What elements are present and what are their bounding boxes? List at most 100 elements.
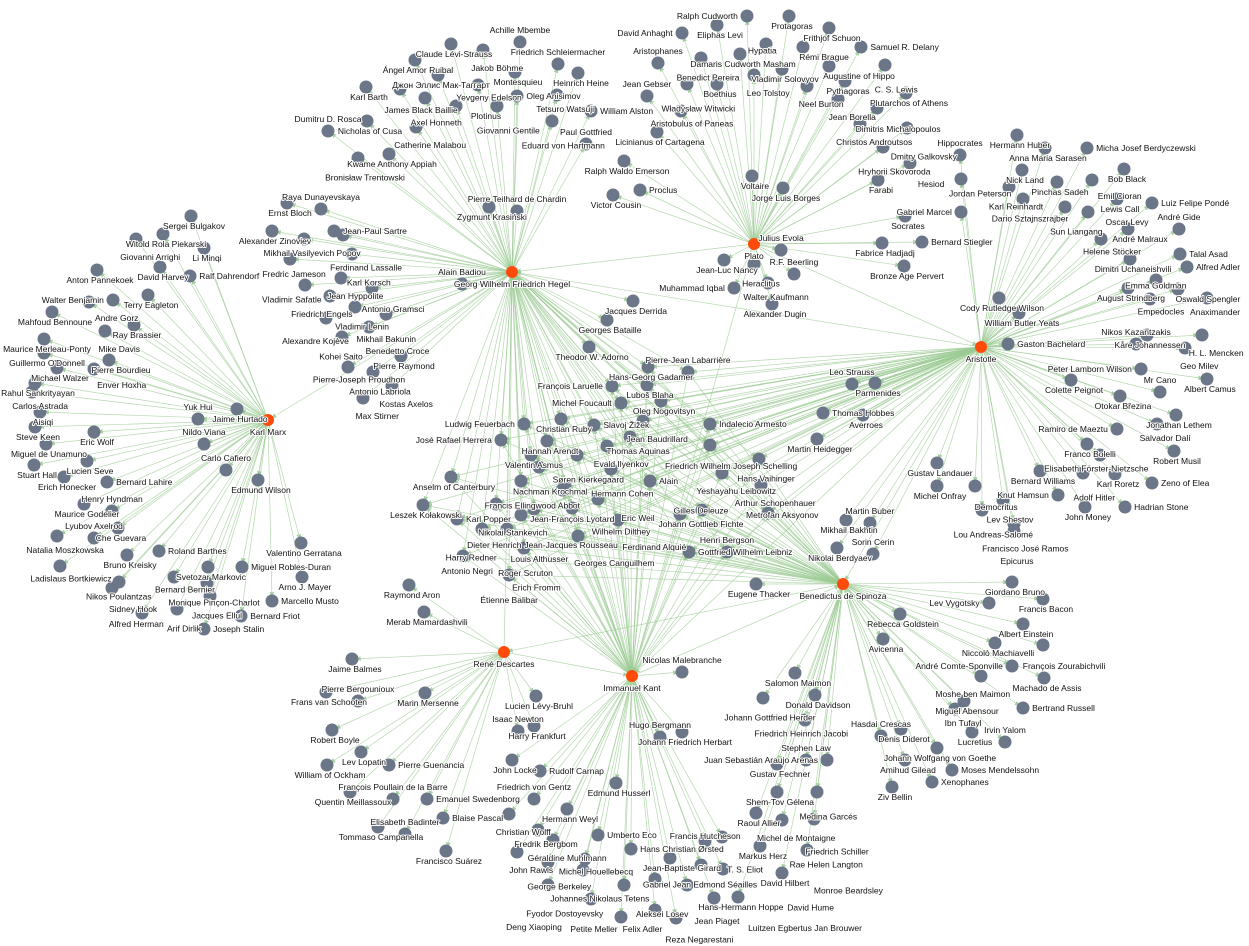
node-dot[interactable] xyxy=(875,236,889,250)
node-dot[interactable] xyxy=(640,89,654,103)
node-dot[interactable] xyxy=(653,730,667,744)
node-dot[interactable] xyxy=(141,288,155,302)
node-dot[interactable] xyxy=(710,77,724,91)
node-dot[interactable] xyxy=(356,391,370,405)
node-dot[interactable] xyxy=(876,632,890,646)
node-dot[interactable] xyxy=(584,104,598,118)
node-dot[interactable] xyxy=(1005,659,1019,673)
node-dot[interactable] xyxy=(456,549,470,563)
node-dot[interactable] xyxy=(1145,196,1159,210)
node-dot[interactable] xyxy=(894,722,908,736)
node-dot[interactable] xyxy=(37,332,51,346)
node-dot[interactable] xyxy=(444,37,458,51)
node-dot[interactable] xyxy=(1078,500,1092,514)
node-dot[interactable] xyxy=(82,295,96,309)
hub-dot[interactable] xyxy=(506,266,518,278)
node-dot[interactable] xyxy=(1145,476,1159,490)
node-dot[interactable] xyxy=(648,903,662,917)
node-dot[interactable] xyxy=(325,723,339,737)
node-dot[interactable] xyxy=(707,891,721,905)
node-dot[interactable] xyxy=(1129,337,1143,351)
node-dot[interactable] xyxy=(482,200,496,214)
node-dot[interactable] xyxy=(1051,488,1065,502)
node-dot[interactable] xyxy=(527,719,541,733)
node-dot[interactable] xyxy=(1036,592,1050,606)
node-dot[interactable] xyxy=(120,548,134,562)
node-dot[interactable] xyxy=(102,353,116,367)
node-dot[interactable] xyxy=(197,437,211,451)
node-dot[interactable] xyxy=(930,741,944,755)
node-dot[interactable] xyxy=(614,396,628,410)
node-dot[interactable] xyxy=(756,691,770,705)
node-dot[interactable] xyxy=(717,253,731,267)
node-dot[interactable] xyxy=(50,529,64,543)
node-dot[interactable] xyxy=(839,513,853,527)
node-dot[interactable] xyxy=(354,745,368,759)
node-dot[interactable] xyxy=(295,570,309,584)
node-dot[interactable] xyxy=(184,209,198,223)
node-dot[interactable] xyxy=(641,360,655,374)
node-dot[interactable] xyxy=(1108,467,1122,481)
node-dot[interactable] xyxy=(1007,524,1021,538)
node-dot[interactable] xyxy=(680,878,694,892)
node-dot[interactable] xyxy=(33,405,47,419)
node-dot[interactable] xyxy=(636,414,650,428)
node-dot[interactable] xyxy=(576,863,590,877)
node-dot[interactable] xyxy=(345,247,359,261)
node-dot[interactable] xyxy=(27,458,41,472)
node-dot[interactable] xyxy=(1113,389,1127,403)
node-dot[interactable] xyxy=(954,205,968,219)
node-dot[interactable] xyxy=(382,758,396,772)
node-dot[interactable] xyxy=(87,425,101,439)
node-dot[interactable] xyxy=(540,434,554,448)
node-dot[interactable] xyxy=(710,18,724,32)
node-dot[interactable] xyxy=(761,276,775,290)
node-dot[interactable] xyxy=(1033,464,1047,478)
node-dot[interactable] xyxy=(853,117,867,131)
node-dot[interactable] xyxy=(584,892,598,906)
node-dot[interactable] xyxy=(280,196,294,210)
node-dot[interactable] xyxy=(1085,173,1099,187)
node-dot[interactable] xyxy=(974,669,988,683)
node-dot[interactable] xyxy=(759,37,773,51)
node-dot[interactable] xyxy=(156,227,170,241)
node-dot[interactable] xyxy=(998,735,1012,749)
node-dot[interactable] xyxy=(551,57,565,71)
node-dot[interactable] xyxy=(321,124,335,138)
node-dot[interactable] xyxy=(365,281,379,295)
node-dot[interactable] xyxy=(517,417,531,431)
node-dot[interactable] xyxy=(775,866,789,880)
node-dot[interactable] xyxy=(965,725,979,739)
node-dot[interactable] xyxy=(600,439,614,453)
node-dot[interactable] xyxy=(820,753,834,767)
node-dot[interactable] xyxy=(975,503,989,517)
node-dot[interactable] xyxy=(385,379,399,393)
node-dot[interactable] xyxy=(587,418,601,432)
node-dot[interactable] xyxy=(582,340,596,354)
node-dot[interactable] xyxy=(235,560,249,574)
node-dot[interactable] xyxy=(314,202,328,216)
node-dot[interactable] xyxy=(251,473,265,487)
node-dot[interactable] xyxy=(319,311,333,325)
node-dot[interactable] xyxy=(752,452,766,466)
node-dot[interactable] xyxy=(1171,282,1185,296)
node-dot[interactable] xyxy=(866,547,880,561)
node-dot[interactable] xyxy=(799,753,813,767)
hub-dot[interactable] xyxy=(626,670,638,682)
node-dot[interactable] xyxy=(863,516,877,530)
node-dot[interactable] xyxy=(788,666,802,680)
node-dot[interactable] xyxy=(669,911,683,925)
node-dot[interactable] xyxy=(533,764,547,778)
node-dot[interactable] xyxy=(787,267,801,281)
node-dot[interactable] xyxy=(1121,222,1135,236)
node-dot[interactable] xyxy=(874,729,888,743)
node-dot[interactable] xyxy=(1010,128,1024,142)
node-dot[interactable] xyxy=(606,188,620,202)
node-dot[interactable] xyxy=(798,713,812,727)
node-dot[interactable] xyxy=(57,470,71,484)
node-dot[interactable] xyxy=(703,438,717,452)
node-dot[interactable] xyxy=(695,503,709,517)
node-dot[interactable] xyxy=(494,433,508,447)
node-dot[interactable] xyxy=(371,820,385,834)
node-dot[interactable] xyxy=(897,259,911,273)
